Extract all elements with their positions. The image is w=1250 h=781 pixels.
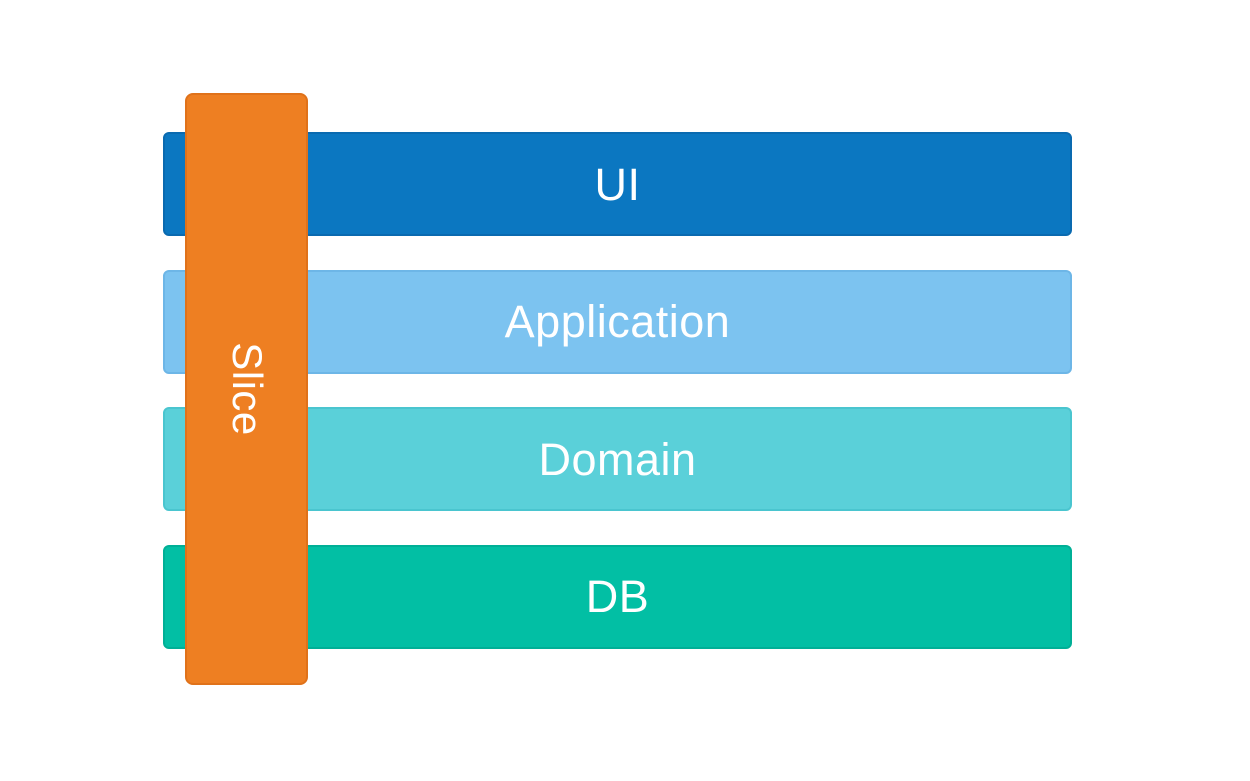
layer-bar-domain: Domain: [163, 407, 1072, 512]
layer-label-db: DB: [585, 571, 650, 623]
layer-label-ui: UI: [594, 158, 641, 210]
layer-label-application: Application: [504, 296, 731, 348]
layer-bar-application: Application: [163, 269, 1072, 374]
layer-bar-db: DB: [163, 544, 1072, 649]
slice-bar: Slice: [185, 93, 308, 685]
layer-bar-ui: UI: [163, 132, 1072, 236]
slice-label: Slice: [223, 342, 271, 436]
layer-label-domain: Domain: [538, 433, 697, 485]
